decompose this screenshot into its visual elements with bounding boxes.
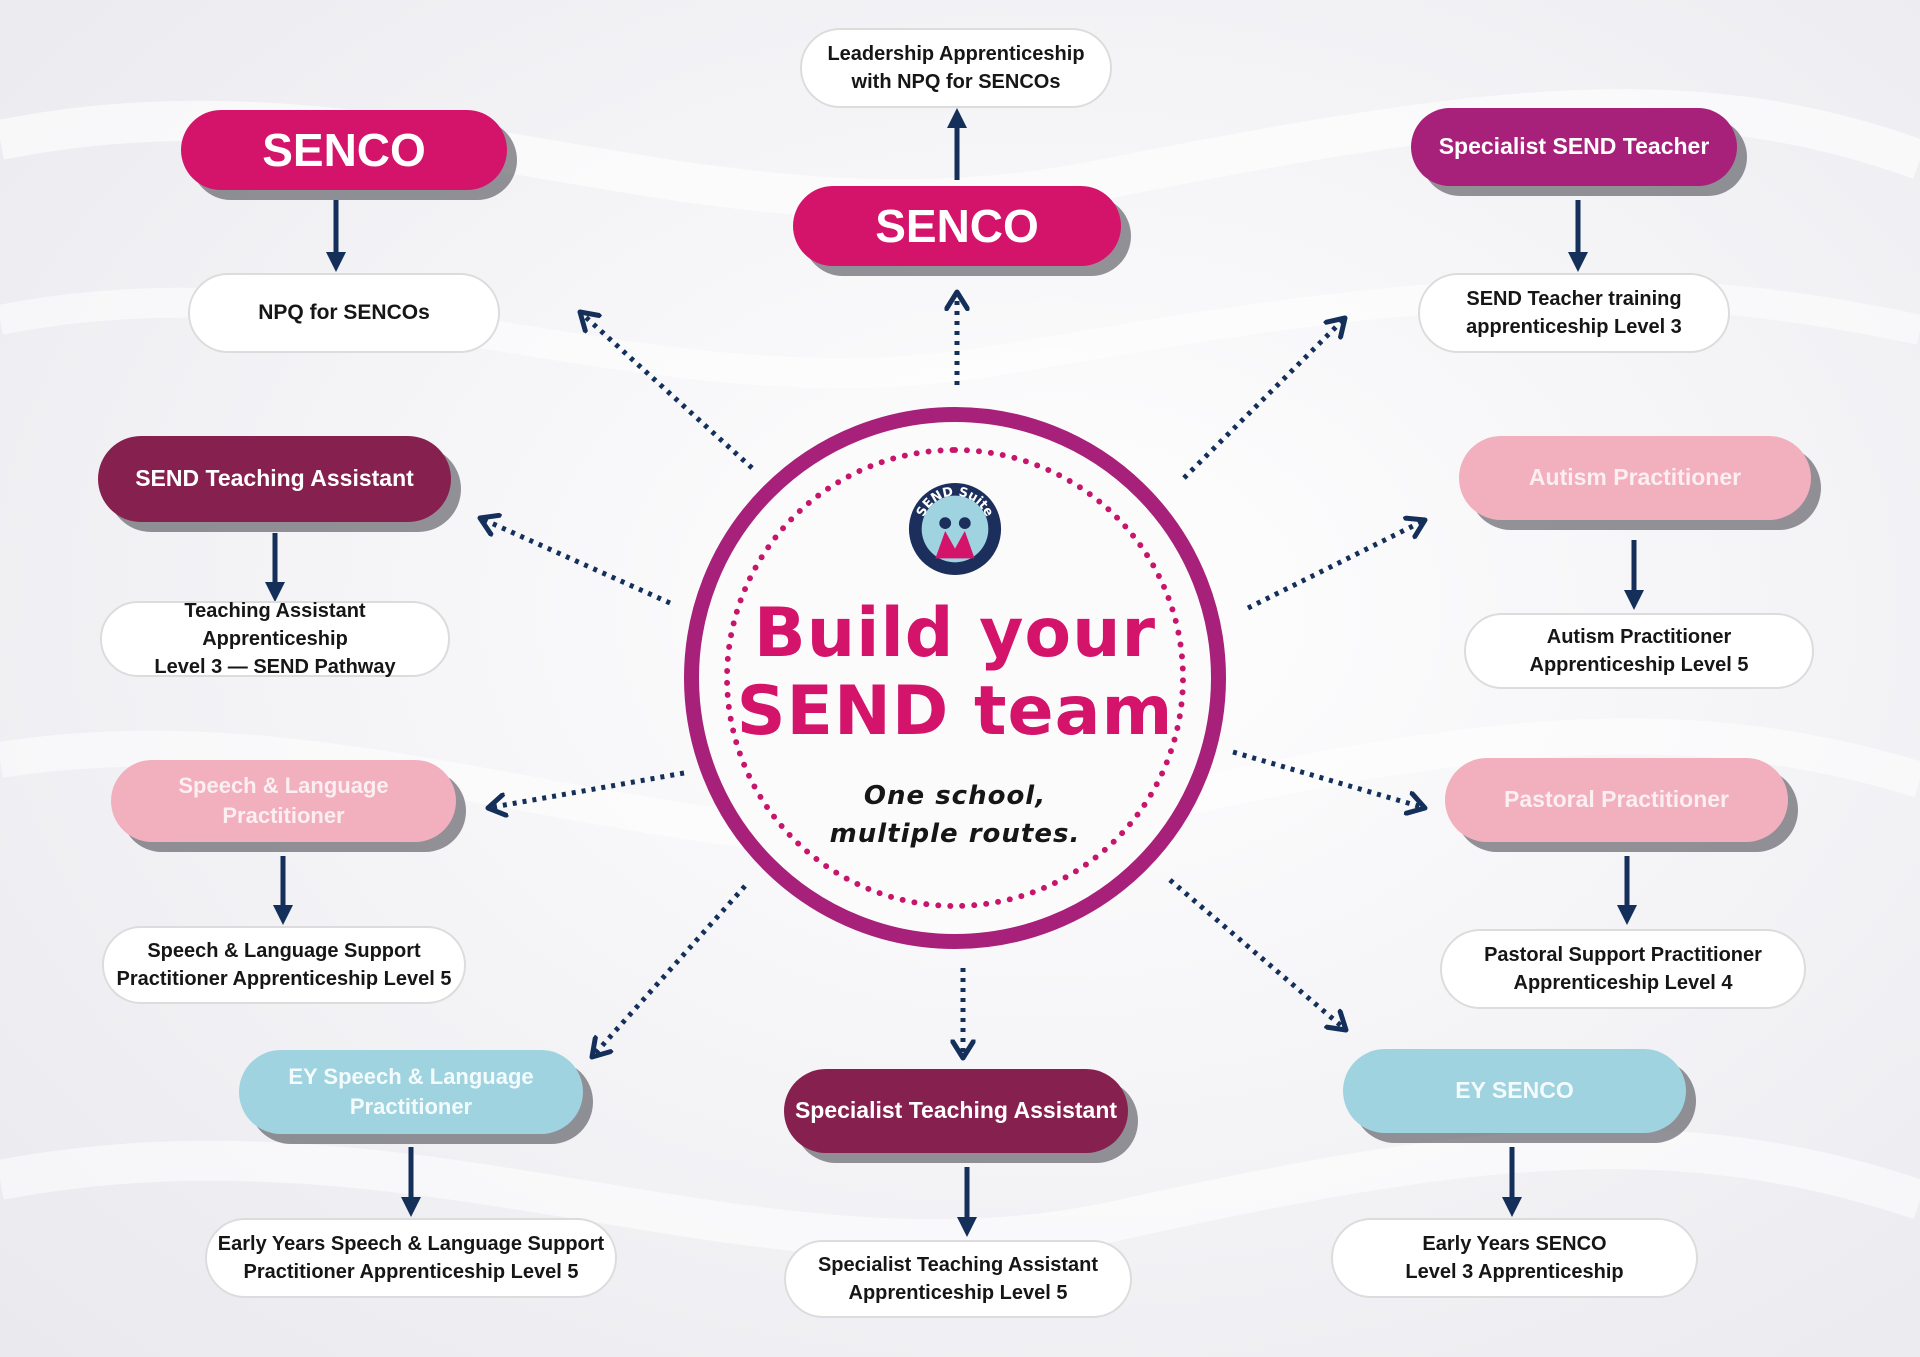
role-pastoral-practitioner: Pastoral Practitioner (1445, 758, 1788, 842)
qualification-specialist-ta: Specialist Teaching Assistant Apprentice… (784, 1240, 1132, 1318)
role-specialist-send-teacher: Specialist SEND Teacher (1411, 108, 1737, 186)
role-autism-practitioner: Autism Practitioner (1459, 436, 1811, 520)
dotted-arrow-send-teaching-assistant (480, 518, 672, 606)
central-hub: SEND Suite Build your SEND team One scho… (684, 407, 1226, 949)
role-ey-senco: EY SENCO (1343, 1049, 1686, 1133)
role-specialist-teaching-assistant: Specialist Teaching Assistant (784, 1069, 1128, 1153)
dotted-arrow-ey-senco (1168, 878, 1346, 1030)
role-speech-language-practitioner: Speech & Language Practitioner (111, 760, 456, 842)
hub-subtitle: One school, multiple routes. (829, 781, 1081, 849)
role-send-teaching-assistant: SEND Teaching Assistant (98, 436, 451, 522)
qualification-speech-language-support: Speech & Language Support Practitioner A… (102, 926, 466, 1004)
dotted-arrow-pastoral (1232, 749, 1425, 808)
dotted-arrow-ey-speech (592, 884, 747, 1057)
dotted-arrow-speech-language (488, 770, 685, 808)
role-senco-top: SENCO (793, 186, 1121, 266)
role-senco-left: SENCO (181, 110, 507, 190)
qualification-leadership-npq: Leadership Apprenticeship with NPQ for S… (800, 28, 1112, 108)
dotted-arrow-autism-practitioner (1246, 520, 1425, 611)
dotted-arrow-specialist-send-teacher (1182, 318, 1345, 480)
qualification-send-teacher-training: SEND Teacher training apprenticeship Lev… (1418, 273, 1730, 353)
hub-dotted-ring (724, 447, 1186, 909)
qualification-ta-apprenticeship: Teaching Assistant Apprenticeship Level … (100, 600, 450, 678)
qualification-ey-speech-language-support: Early Years Speech & Language Support Pr… (205, 1218, 617, 1298)
qualification-ey-senco: Early Years SENCO Level 3 Apprenticeship (1331, 1218, 1698, 1298)
qualification-pastoral-support: Pastoral Support Practitioner Apprentice… (1440, 929, 1806, 1009)
role-ey-speech-language-practitioner: EY Speech & Language Practitioner (239, 1050, 583, 1134)
qualification-autism-practitioner: Autism Practitioner Apprenticeship Level… (1464, 613, 1814, 689)
send-suite-logo: SEND Suite (908, 482, 1002, 576)
qualification-npq-sencos: NPQ for SENCOs (188, 273, 500, 353)
dotted-arrow-senco-left (580, 312, 754, 470)
hub-title: Build your SEND team (736, 594, 1174, 751)
